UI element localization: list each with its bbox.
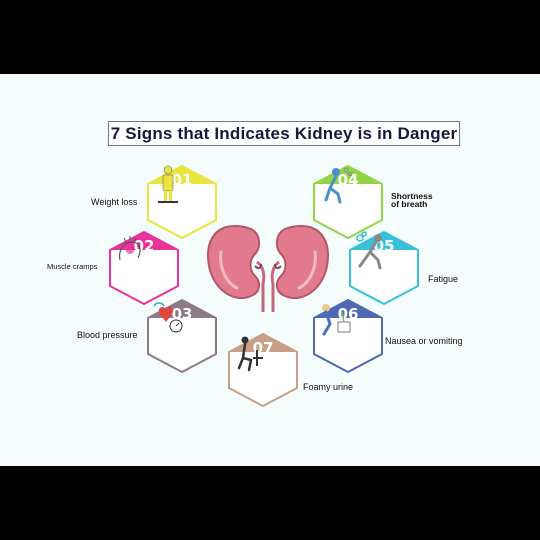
toilet-person-icon [237,336,263,372]
kidneys-icon [203,222,333,312]
sign-hex-01: 01 [146,164,218,240]
sign-number: 04 [337,171,359,189]
sign-hex-07: 07 [227,332,299,408]
sign-number: 02 [133,237,155,255]
infographic-panel: 7 Signs that Indicates Kidney is in Dang… [0,74,540,466]
tired-person-icon [356,231,382,270]
blood-pressure-icon [153,302,183,333]
sign-hex-03: 03 [146,298,218,374]
vomiting-person-icon [322,304,351,336]
sign-hex-04: 04 [312,164,384,240]
sign-label-04-line1: Shortness [391,191,433,201]
sign-label-02: Muscle cramps [47,262,98,271]
sign-label-05: Fatigue [428,274,459,284]
sign-number: 03 [171,305,193,323]
muscle-pain-icon [119,236,141,261]
sign-hex-06: 06 [312,298,384,374]
sign-hex-02: 02 [108,230,180,306]
sign-label-04-line2: of breath [391,199,428,209]
infographic-title-box: 7 Signs that Indicates Kidney is in Dang… [108,121,460,146]
sign-label-07: Foamy urine [303,382,354,392]
sign-hex-05: 05 [348,230,420,306]
standing-person-icon [158,165,178,203]
infographic-title: 7 Signs that Indicates Kidney is in Dang… [110,123,458,143]
sign-label-04: Shortness of breath [391,191,433,209]
sign-label-03: Blood pressure [77,330,138,340]
sign-label-06: Nausea or vomiting [385,336,463,346]
coughing-person-icon [324,167,352,204]
sign-label-01: Weight loss [91,197,138,207]
sign-number: 01 [171,171,193,189]
